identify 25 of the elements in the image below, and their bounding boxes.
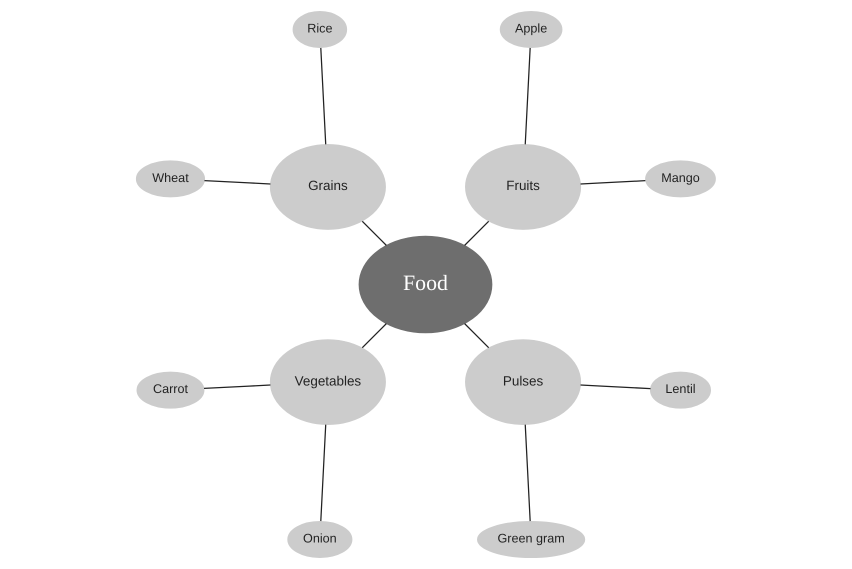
node-ellipse: Green gram xyxy=(477,521,586,558)
node-ellipse: Lentil xyxy=(650,372,712,409)
node-ellipse: Carrot xyxy=(136,372,204,409)
node-ellipse: Grains xyxy=(270,144,386,230)
connector xyxy=(204,180,270,185)
connector xyxy=(320,48,326,144)
node-ellipse: Pulses xyxy=(465,339,582,425)
connector xyxy=(580,384,651,390)
connector xyxy=(464,323,490,348)
node-ellipse: Wheat xyxy=(136,160,206,198)
connector xyxy=(204,384,270,390)
node-ellipse: Food xyxy=(358,236,492,334)
connector xyxy=(320,424,326,522)
connector xyxy=(464,220,490,246)
node-ellipse: Fruits xyxy=(465,144,582,230)
node-ellipse: Onion xyxy=(287,521,352,558)
connector xyxy=(362,220,387,246)
connector xyxy=(362,323,387,348)
node-ellipse: Mango xyxy=(645,160,716,198)
node-ellipse: Apple xyxy=(500,11,562,48)
connector xyxy=(580,180,646,185)
node-ellipse: Rice xyxy=(292,11,348,48)
connector xyxy=(524,424,531,522)
node-ellipse: Vegetables xyxy=(270,339,386,425)
connector xyxy=(524,48,531,144)
